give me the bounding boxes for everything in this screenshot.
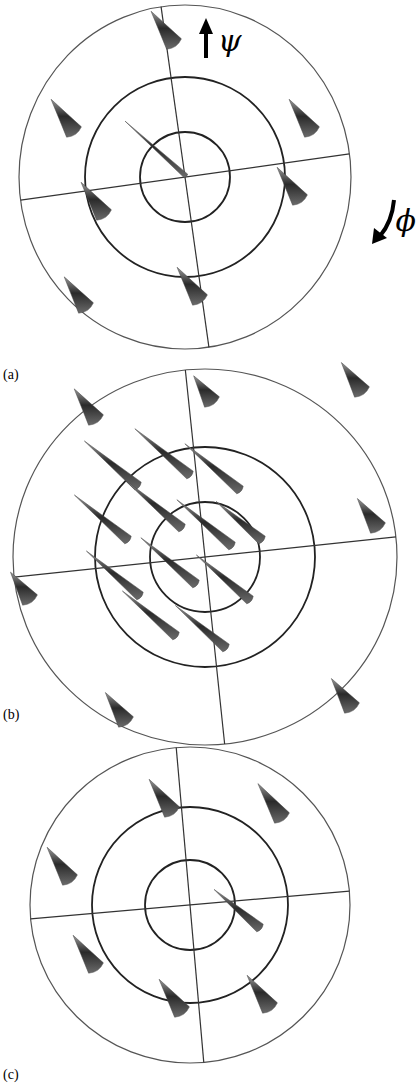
cone-glyph [135,429,193,479]
cone-glyph [141,538,199,588]
cone-glyph [151,11,181,49]
ring-circle [85,77,285,277]
cone-glyph [73,935,103,973]
angle-label: ψ [218,26,242,56]
cone-glyph [194,376,220,407]
cone-glyph [74,389,103,425]
cone-glyph [105,693,133,728]
cone-glyph [47,847,77,885]
cone-glyph [196,555,253,604]
polar-plot [30,747,350,1063]
direction-arrows [199,18,394,244]
outer-circle [19,5,351,349]
angle-label: ϕ [396,206,416,236]
panel-label: (c) [3,1068,19,1082]
cone-glyph [149,779,179,817]
cone-glyph [159,979,189,1017]
outer-circle [13,369,397,745]
cone-glyph [81,182,111,220]
cone-glyph [185,444,243,494]
phi-arrowhead [372,228,387,244]
cone-glyph [214,889,263,931]
cone-glyph [216,501,265,543]
cone-glyph [289,99,319,137]
cone-glyph [277,167,307,205]
cone-glyph [177,267,207,305]
psi-arrowhead [199,18,213,34]
cone-glyph [247,975,277,1013]
cone-glyph [258,784,289,824]
cone-glyph [122,591,179,640]
cone-glyph [177,500,235,550]
cone-glyph [84,441,141,490]
cone-glyph [64,277,93,313]
panel-label: (a) [3,368,19,382]
psi-arrow [204,30,208,58]
polar-plot [10,363,397,745]
cone-glyph [125,121,188,178]
outer-circle [30,747,350,1063]
cone-glyph [74,495,131,544]
polar-plot [19,5,351,349]
axis-line [185,370,224,744]
cone-glyph [357,499,385,534]
panel-label: (b) [3,708,19,722]
cone-glyph [125,480,185,531]
phi-arrow [380,200,394,236]
cone-glyph [331,679,359,714]
cone-glyph [51,99,81,137]
cone-glyph [86,551,143,600]
cone-glyph [341,363,369,398]
cone-glyph [10,572,37,605]
cone-glyph [175,606,229,652]
